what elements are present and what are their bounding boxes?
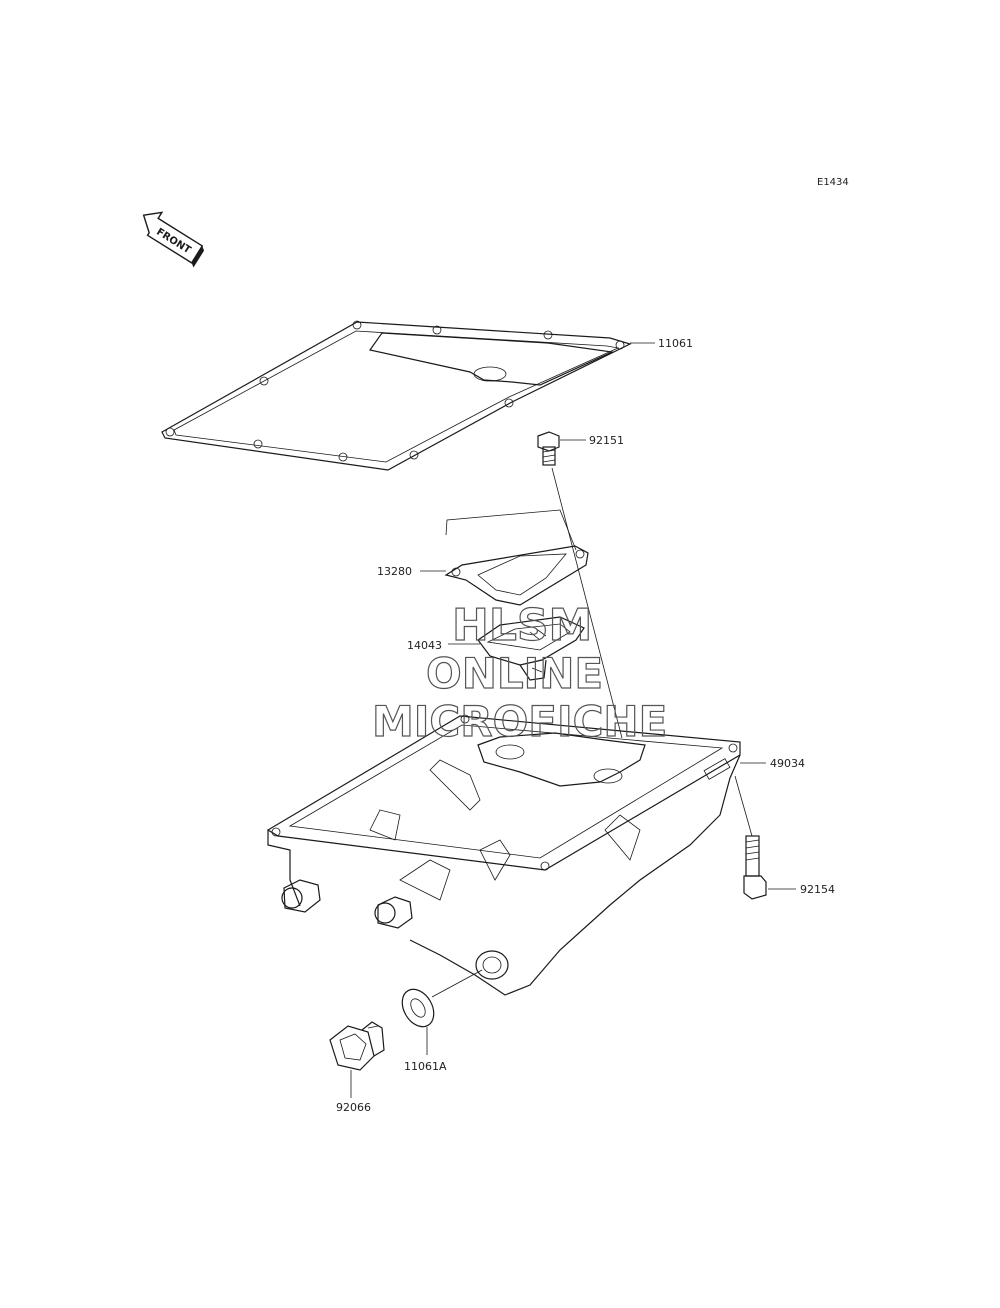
strainer-gasket: [444, 545, 589, 606]
watermark-line-1: HLSM: [452, 600, 592, 651]
watermark: HLSM ONLINE MICROFICHE: [371, 599, 667, 746]
part-label-strainer: 14043: [407, 639, 442, 652]
part-label-gasket-oil-pan: 11061: [658, 337, 693, 350]
watermark-line-3: MICROFICHE: [372, 697, 667, 746]
part-label-gasket-strainer: 13280: [377, 565, 412, 578]
bolt-92151: [537, 431, 560, 466]
part-label-drain-plug: 92066: [336, 1101, 371, 1114]
part-label-oil-pan: 49034: [770, 757, 805, 770]
bolt-92154: [743, 835, 767, 900]
watermark-line-2: ONLINE: [426, 649, 603, 698]
front-arrow-icon: FRONT: [142, 211, 205, 268]
oil-pan: [266, 714, 741, 996]
oil-pan-gasket: [161, 320, 632, 471]
washer: [401, 988, 435, 1028]
part-label-bolt-top: 92151: [589, 434, 624, 447]
diagram-code: E1434: [817, 177, 849, 188]
drain-plug: [329, 1021, 385, 1071]
oil-strainer: [477, 616, 585, 681]
part-label-bolt-side: 92154: [800, 883, 835, 896]
part-label-washer: 11061A: [404, 1060, 447, 1073]
